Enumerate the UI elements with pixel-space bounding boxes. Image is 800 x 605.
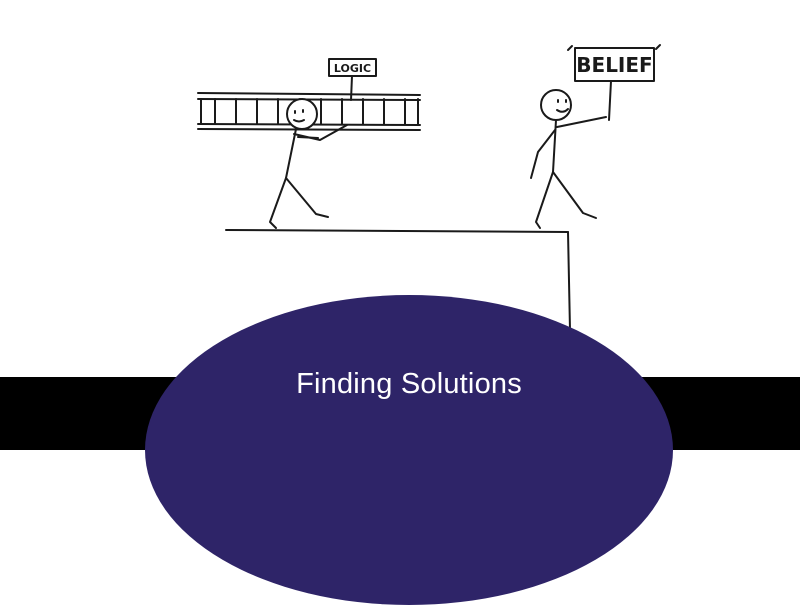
logic-sign-text: LOGIC [334, 62, 371, 75]
cliff-edge [225, 229, 571, 331]
belief-sign-text: BELIEF [576, 53, 652, 77]
cartoon-illustration: LOGIC BELIEF [197, 44, 661, 331]
slide-title: Finding Solutions [296, 368, 522, 400]
left-stick-figure [269, 98, 348, 229]
belief-sign [567, 44, 661, 121]
logic-sign [328, 58, 377, 101]
title-oval [145, 295, 673, 605]
right-stick-figure [530, 89, 607, 229]
